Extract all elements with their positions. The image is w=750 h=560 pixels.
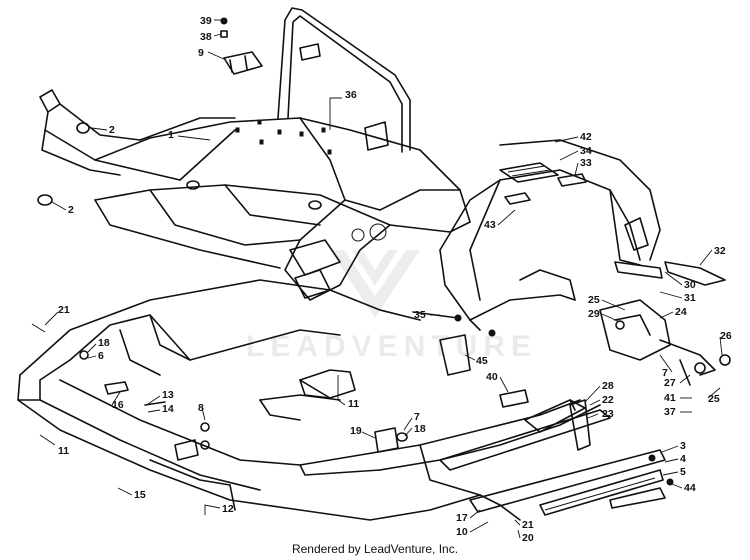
callout-38: 38	[200, 31, 212, 43]
rear-bumper-32	[664, 261, 726, 286]
callout-16: 16	[112, 399, 124, 411]
callout-21b: 21	[522, 519, 534, 531]
plate-40	[499, 389, 529, 408]
callout-6: 6	[98, 350, 104, 362]
callout-11a: 11	[348, 398, 359, 410]
callout-21a: 21	[58, 304, 70, 316]
callout-labels: 39 38 9 36 1 2 2 42 34 33 43 32 30 31 35…	[58, 15, 732, 544]
callout-27: 27	[664, 377, 676, 389]
callout-14: 14	[162, 403, 174, 415]
callout-2: 2	[109, 124, 115, 136]
decal-43	[504, 192, 531, 205]
callout-39: 39	[200, 15, 212, 27]
callout-29: 29	[588, 308, 600, 320]
callout-28: 28	[602, 380, 614, 392]
callout-31: 31	[684, 292, 696, 304]
callout-30: 30	[684, 279, 696, 291]
callout-13: 13	[162, 389, 174, 401]
callout-25b: 25	[708, 393, 720, 405]
callout-36: 36	[345, 89, 357, 101]
callout-11b: 11	[58, 445, 69, 457]
callout-26: 26	[720, 330, 732, 342]
callout-7a: 7	[662, 367, 668, 379]
watermark-text: LEADVENTURE	[246, 330, 537, 363]
callout-37: 37	[664, 406, 676, 418]
callout-24: 24	[675, 306, 687, 318]
callout-40: 40	[486, 371, 498, 383]
callout-3: 3	[680, 440, 686, 452]
callout-7b: 7	[414, 411, 420, 423]
callout-33: 33	[580, 157, 592, 169]
decal-42	[499, 162, 559, 183]
callout-43: 43	[484, 219, 496, 231]
plate-45	[439, 334, 471, 376]
callout-15: 15	[134, 489, 146, 501]
callout-44: 44	[684, 482, 696, 494]
rubber-bumper-lower	[37, 194, 53, 206]
bracket-part-9	[220, 17, 263, 75]
deck-holes	[235, 119, 332, 155]
callout-23: 23	[602, 408, 614, 420]
callout-32: 32	[714, 245, 726, 257]
hitch-bracket	[599, 299, 731, 386]
callout-9: 9	[198, 47, 204, 59]
running-board-3-4-5	[469, 449, 674, 516]
callout-22: 22	[602, 394, 614, 406]
upper-chassis-tunnel	[37, 7, 471, 301]
callout-2b: 2	[68, 204, 74, 216]
callout-17: 17	[456, 512, 468, 524]
callout-18a: 18	[98, 337, 110, 349]
footer-credit: Rendered by LeadVenture, Inc.	[291, 542, 459, 556]
callout-25: 25	[588, 294, 600, 306]
watermark-logo: LEADVENTURE	[246, 250, 537, 363]
rubber-bumper-upper	[76, 122, 90, 134]
side-rails-right	[439, 399, 611, 471]
seat-pan-assembly	[439, 139, 661, 331]
callout-20: 20	[522, 532, 534, 544]
strip-17-10	[499, 504, 521, 521]
callout-5: 5	[680, 466, 686, 478]
callout-35: 35	[414, 309, 426, 321]
callout-34: 34	[580, 145, 592, 157]
callout-42: 42	[580, 131, 592, 143]
callout-18b: 18	[414, 423, 426, 435]
belly-pan-lower-hull	[17, 279, 601, 521]
callout-41: 41	[664, 392, 676, 404]
leader-lines	[39, 19, 723, 539]
callout-4: 4	[680, 453, 686, 465]
callout-19: 19	[350, 425, 362, 437]
callout-1: 1	[168, 129, 174, 141]
callout-12: 12	[222, 503, 234, 515]
callout-45: 45	[476, 355, 488, 367]
callout-10: 10	[456, 526, 468, 538]
bracket-31	[614, 261, 663, 279]
callout-8: 8	[198, 402, 204, 414]
